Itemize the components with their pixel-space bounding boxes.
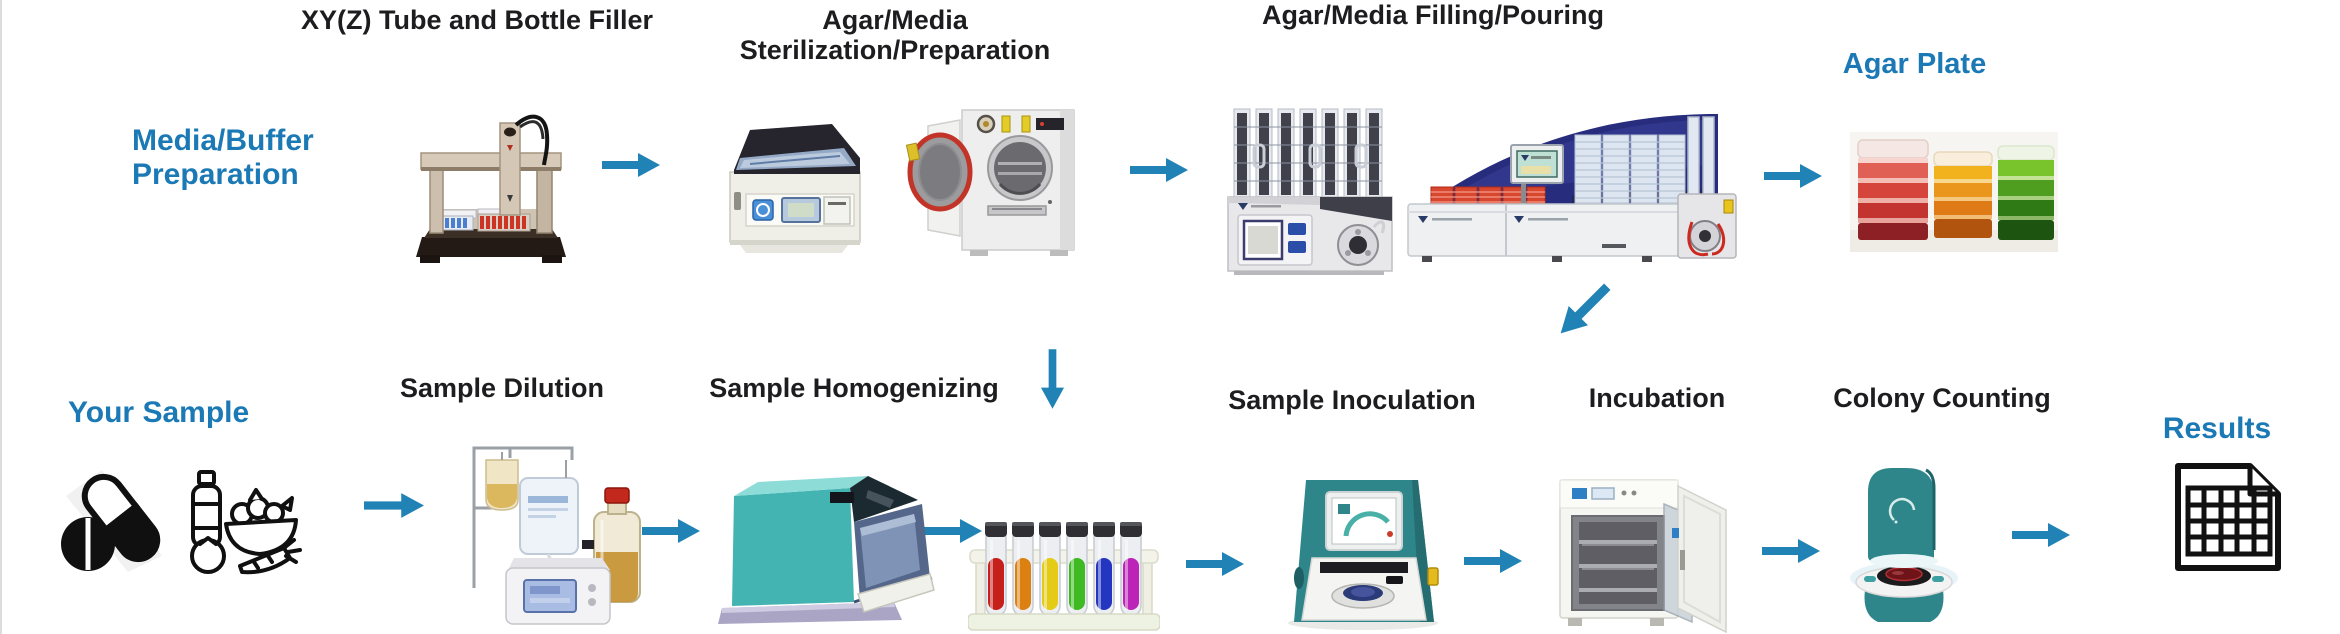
step-title-colony-counting: Colony Counting xyxy=(1833,383,2051,413)
spiral-plater-icon xyxy=(1268,470,1446,632)
arrow-autoclave-to-carousel-icon xyxy=(1130,158,1188,182)
incubator-icon xyxy=(1552,464,1734,634)
arrow-sample-to-dilution-icon xyxy=(364,493,424,518)
arrow-incubation-to-counting-icon xyxy=(1762,539,1820,563)
step-title-sample-dilution: Sample Dilution xyxy=(399,373,605,403)
results-spreadsheet-icon xyxy=(2166,458,2290,576)
step-title-sterilization-preparation: Agar/Media Sterilization/Preparation xyxy=(739,5,1051,66)
pills-sample-icon xyxy=(58,460,168,580)
arrow-dilution-to-homogenizing-icon xyxy=(642,519,700,543)
arrow-pourer-to-inoculation-icon xyxy=(1548,274,1620,346)
arrow-inoculation-to-incubation-icon xyxy=(1464,549,1522,573)
step-title-agar-plate: Agar Plate xyxy=(1842,48,1987,80)
agar-plate-stacks-icon xyxy=(1850,132,2058,252)
step-title-sample-homogenizing: Sample Homogenizing xyxy=(709,373,999,403)
tube-filler-carousel-icon xyxy=(1224,105,1396,277)
lane-label-your-sample: Your Sample xyxy=(68,396,250,429)
step-title-tube-bottle-filler: XY(Z) Tube and Bottle Filler xyxy=(300,5,653,35)
step-title-filling-pouring: Agar/Media Filling/Pouring xyxy=(1261,0,1604,30)
arrow-filler-to-preparator-icon xyxy=(602,153,660,177)
lane-label-media-buffer-preparation: Media/Buffer Preparation xyxy=(132,124,314,191)
arrow-tubes-to-inoculation-icon xyxy=(1186,552,1244,576)
step-title-incubation: Incubation xyxy=(1588,383,1726,413)
arrow-down-to-tubes-icon xyxy=(1040,349,1065,409)
step-title-sample-inoculation: Sample Inoculation xyxy=(1228,385,1476,415)
paddle-blender-icon xyxy=(718,466,936,632)
xyz-tube-bottle-filler-icon xyxy=(416,105,566,265)
autoclave-icon xyxy=(900,106,1085,258)
petri-dish-filling-line-icon xyxy=(1402,104,1742,266)
gravimetric-diluter-icon xyxy=(454,438,642,632)
arrow-pourer-to-agar-plate-icon xyxy=(1764,164,1822,188)
step-title-results: Results xyxy=(2162,412,2272,445)
colony-counter-icon xyxy=(1840,456,1974,634)
test-tube-rack-icon xyxy=(968,516,1160,632)
food-sample-icon xyxy=(182,466,302,578)
arrow-counting-to-results-icon xyxy=(2012,523,2070,547)
media-preparator-icon xyxy=(720,118,870,256)
